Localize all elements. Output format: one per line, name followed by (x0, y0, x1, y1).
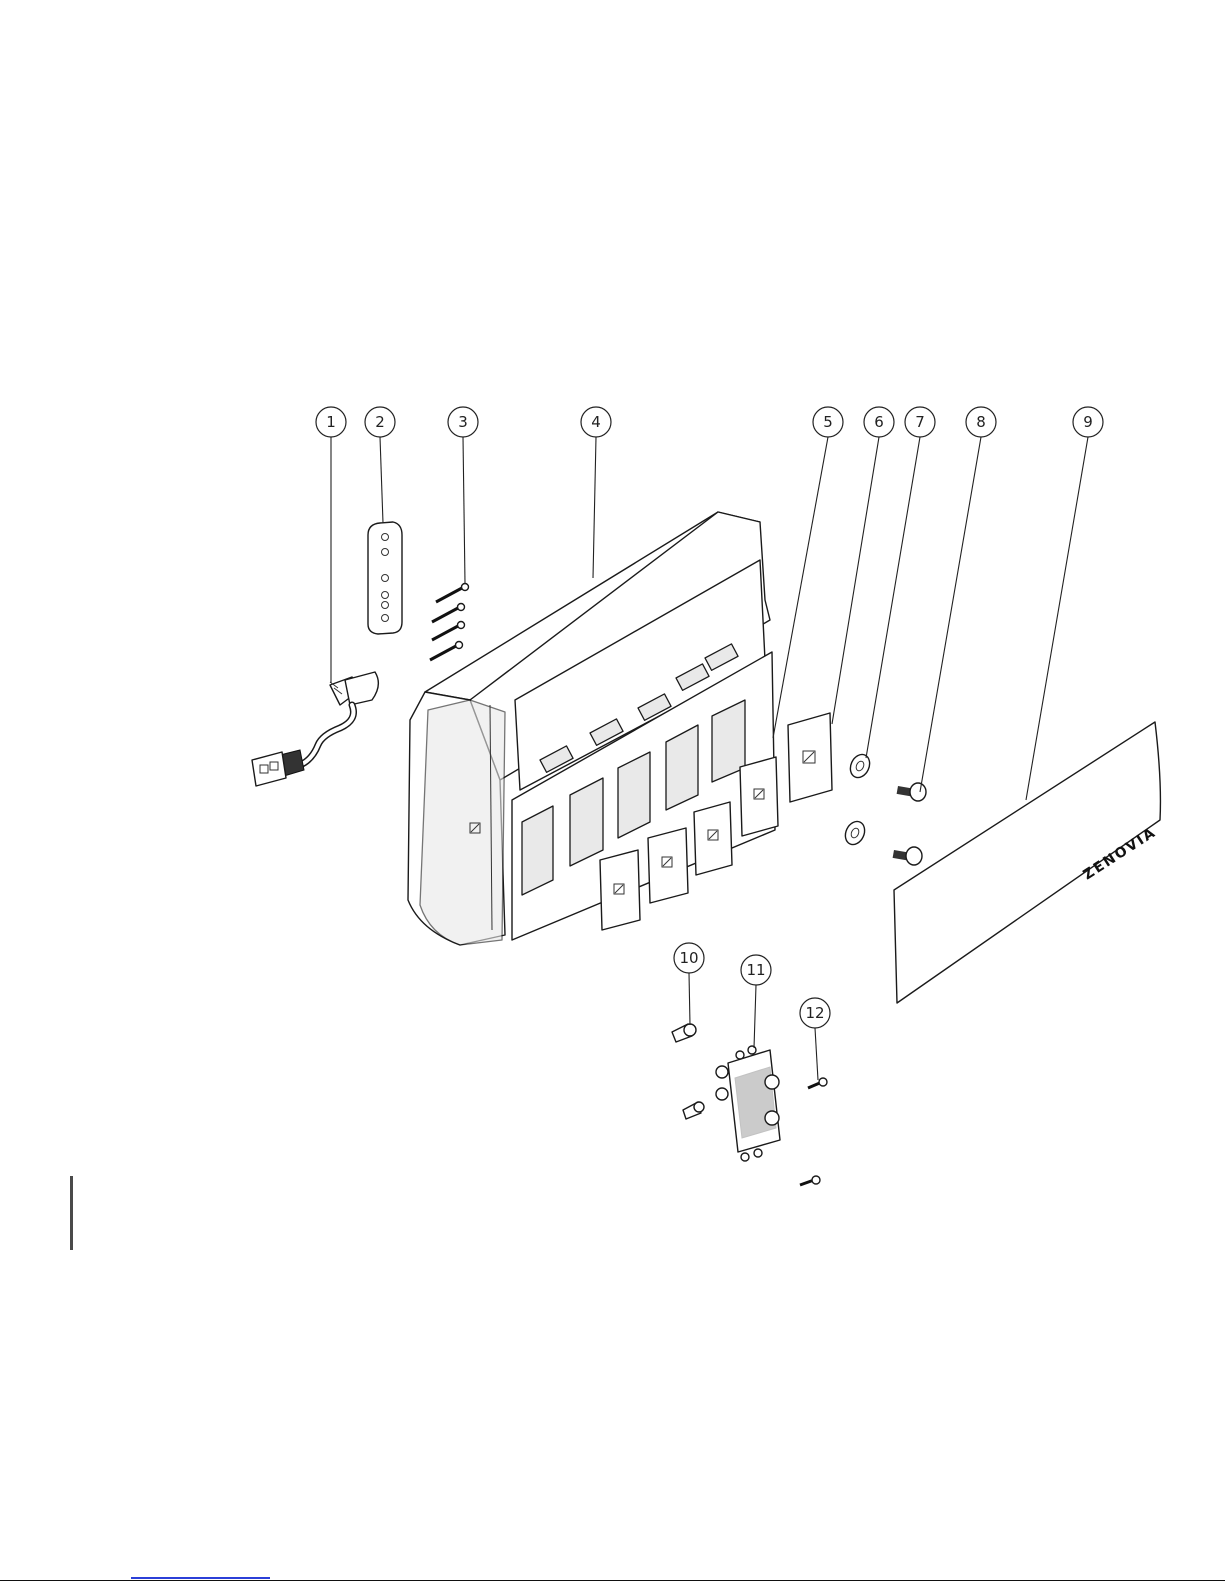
callout-7-label: 7 (915, 413, 925, 431)
leader-8 (920, 437, 981, 792)
callout-8: 8 (966, 407, 996, 437)
main-housing-part (408, 512, 775, 945)
leader-12 (815, 1028, 818, 1080)
callout-1: 1 (316, 407, 346, 437)
callout-8-label: 8 (976, 413, 986, 431)
front-cover-part: ZENOVIA (894, 722, 1160, 1003)
bolts-part (893, 783, 926, 865)
leader-7 (866, 437, 920, 758)
callout-5-label: 5 (823, 413, 833, 431)
wall-anchors-part (672, 1024, 704, 1119)
footer-rule (0, 1580, 1225, 1581)
plate-screws-part (800, 1078, 827, 1185)
leader-4 (593, 437, 596, 578)
callout-3-label: 3 (458, 413, 468, 431)
callout-9-label: 9 (1083, 413, 1093, 431)
callout-11-label: 11 (746, 961, 765, 979)
callout-6: 6 (864, 407, 894, 437)
leader-6 (832, 437, 879, 724)
av-wall-plate-part (716, 1046, 780, 1161)
mounting-strip-part (368, 522, 402, 634)
callout-12: 12 (800, 998, 830, 1028)
callout-5: 5 (813, 407, 843, 437)
callout-10: 10 (674, 943, 704, 973)
callout-7: 7 (905, 407, 935, 437)
callout-4-label: 4 (591, 413, 601, 431)
power-cord-part (252, 672, 378, 786)
wood-screws-part (430, 584, 469, 661)
callout-9: 9 (1073, 407, 1103, 437)
callout-1-label: 1 (326, 413, 336, 431)
callout-12-label: 12 (805, 1004, 824, 1022)
leader-2 (380, 437, 383, 523)
leader-3 (463, 437, 465, 583)
callout-2: 2 (365, 407, 395, 437)
footer-link-underline[interactable] (131, 1577, 270, 1579)
leader-11 (754, 985, 756, 1048)
leader-9 (1026, 437, 1088, 800)
callout-2-label: 2 (375, 413, 385, 431)
leader-10 (689, 973, 690, 1025)
callout-11: 11 (741, 955, 771, 985)
leader-5 (773, 437, 828, 738)
callout-10-label: 10 (679, 949, 698, 967)
callout-3: 3 (448, 407, 478, 437)
callout-4: 4 (581, 407, 611, 437)
washers-part (842, 751, 873, 847)
margin-bar (70, 1176, 73, 1250)
callout-6-label: 6 (874, 413, 884, 431)
